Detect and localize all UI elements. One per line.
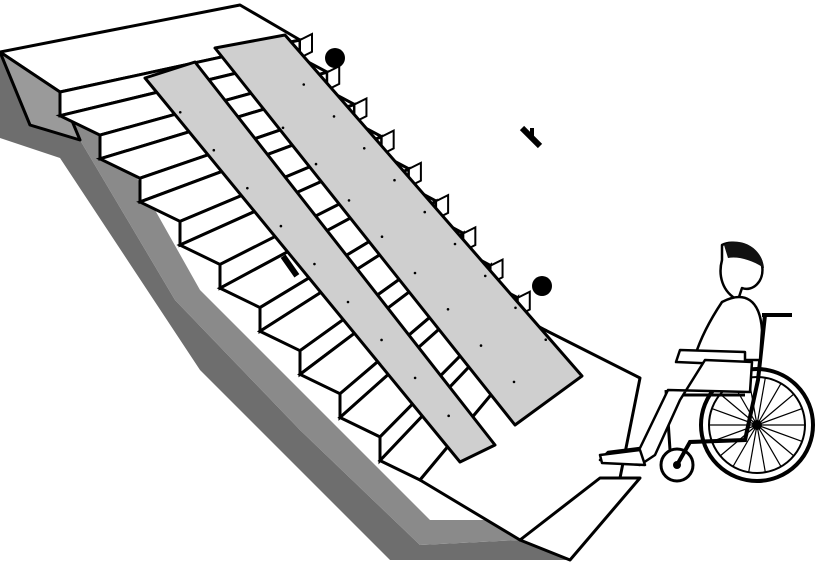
wheel-spoke <box>756 424 766 473</box>
ramp-rivet <box>453 242 457 246</box>
handrail-end-ball-icon <box>532 276 552 296</box>
ramp-rivet <box>512 380 516 384</box>
ramp-rivet <box>313 262 316 266</box>
ramp-rivet <box>514 306 517 310</box>
ramp-rivet <box>246 186 249 190</box>
ramp-rivet <box>423 210 427 214</box>
ramp-rivet <box>178 110 182 114</box>
ramp-rivet <box>544 338 548 342</box>
wheelchair-user <box>598 241 815 483</box>
ramp-rivet <box>380 338 383 342</box>
ramp-rivet <box>413 376 417 380</box>
ramp-rivet <box>279 224 283 228</box>
handrail-bracket-icon <box>519 125 543 149</box>
ramp-rivet <box>479 344 483 347</box>
portable-ramp <box>143 33 584 464</box>
ramp-rivet <box>393 178 396 182</box>
wheel-spoke <box>756 393 795 426</box>
ramp-rivet <box>347 199 351 202</box>
wheel-spoke <box>756 424 782 467</box>
handrail-end-ball-icon <box>325 48 345 68</box>
ramp-rivet <box>446 308 450 311</box>
wheel-spoke <box>748 424 758 473</box>
ramp-rivet <box>483 274 487 278</box>
ramp-rivet <box>362 147 366 150</box>
wheel-spoke <box>756 383 782 426</box>
wheel-spoke <box>732 424 758 467</box>
wheel-spoke <box>756 424 795 457</box>
ramp-channel-right <box>213 33 584 427</box>
ramp-rivet <box>281 126 285 130</box>
ramp-rivets <box>178 83 548 418</box>
ramp-rivet <box>314 162 318 166</box>
ramp-rivet <box>212 148 216 152</box>
wheel-spoke <box>756 424 803 442</box>
ramp-rivet <box>248 90 252 93</box>
ramp-rivet <box>346 300 350 304</box>
top-landing <box>0 3 302 142</box>
ramp-channel-left <box>143 60 497 464</box>
person-icon <box>598 241 764 467</box>
ramp-rivet <box>302 83 306 86</box>
wheel-spoke <box>756 377 766 426</box>
ramp-rivet <box>447 414 450 418</box>
ramp-clamp <box>280 254 300 278</box>
wheel-spoke <box>756 408 803 426</box>
ramp-rivet <box>332 115 336 118</box>
ramp-rivet <box>380 235 384 238</box>
ramp-rivet <box>413 271 417 275</box>
